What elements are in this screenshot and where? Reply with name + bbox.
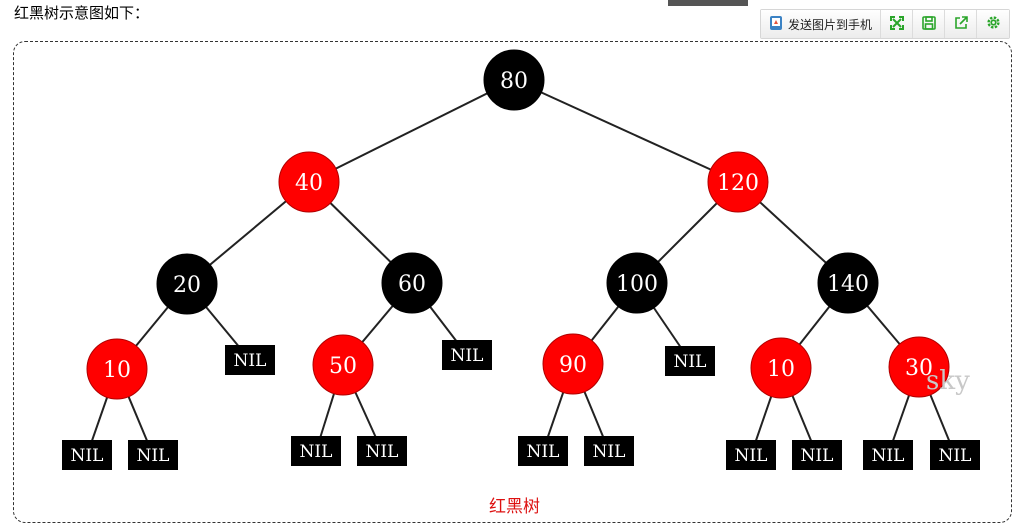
settings-icon	[986, 15, 1001, 34]
image-toolbar: 发送图片到手机	[760, 9, 1011, 39]
nil-box	[225, 345, 275, 375]
tree-edge	[308, 79, 515, 183]
node-circle	[483, 49, 545, 111]
node-circle	[381, 252, 443, 314]
node-circle	[888, 336, 950, 398]
nil-box	[357, 436, 407, 466]
node-circle	[312, 334, 374, 396]
nil-box	[518, 436, 568, 466]
diagram-caption: 红黑树	[489, 497, 540, 517]
node-value: 10	[103, 358, 131, 383]
node-circle	[606, 252, 668, 314]
nil-leaf: NIL	[357, 436, 407, 466]
send-to-phone-button[interactable]: 发送图片到手机	[761, 10, 882, 38]
node-value: 90	[559, 353, 587, 378]
node-circle	[278, 151, 340, 213]
nil-label: NIL	[527, 442, 560, 462]
nil-label: NIL	[366, 442, 399, 462]
black-node-20: 20	[156, 253, 218, 315]
nil-leaf: NIL	[863, 440, 913, 470]
nil-leaf: NIL	[518, 436, 568, 466]
nil-box	[128, 440, 178, 470]
node-value: 120	[717, 171, 759, 196]
nil-leaf: NIL	[792, 440, 842, 470]
node-value: 100	[616, 272, 658, 297]
nil-leaf: NIL	[62, 440, 112, 470]
nil-box	[291, 436, 341, 466]
nil-box	[930, 440, 980, 470]
phone-send-icon	[769, 15, 783, 34]
black-node-140: 140	[817, 252, 879, 314]
node-value: 40	[295, 171, 323, 196]
red-node-10: 10	[86, 338, 148, 400]
nil-label: NIL	[300, 442, 333, 462]
nil-label: NIL	[234, 351, 267, 371]
nil-leaf: NIL	[442, 340, 492, 370]
share-button[interactable]	[945, 10, 978, 38]
save-button[interactable]	[913, 10, 946, 38]
node-value: 140	[827, 272, 869, 297]
black-node-100: 100	[606, 252, 668, 314]
nil-leaf: NIL	[665, 346, 715, 376]
save-icon	[921, 15, 936, 34]
diagram-frame	[13, 41, 1012, 523]
node-circle	[817, 252, 879, 314]
nil-label: NIL	[137, 446, 170, 466]
red-node-50: 50	[312, 334, 374, 396]
nil-box	[442, 340, 492, 370]
node-value: 10	[767, 357, 795, 382]
tab-stub	[668, 0, 748, 6]
watermark: sky	[926, 366, 970, 396]
nil-label: NIL	[939, 446, 972, 466]
intro-text: 红黑树示意图如下：	[14, 4, 150, 22]
nil-box	[726, 440, 776, 470]
nil-leaf: NIL	[584, 436, 634, 466]
share-icon	[954, 15, 968, 34]
node-value: 20	[173, 273, 201, 298]
node-value: 60	[398, 272, 426, 297]
node-value: 50	[329, 354, 357, 379]
red-node-30: 30	[888, 336, 950, 398]
black-node-60: 60	[381, 252, 443, 314]
nil-leaf: NIL	[930, 440, 980, 470]
node-value: 80	[500, 69, 528, 94]
node-circle	[86, 338, 148, 400]
red-node-90: 90	[542, 333, 604, 395]
nil-label: NIL	[593, 442, 626, 462]
nil-box	[62, 440, 112, 470]
nil-label: NIL	[735, 446, 768, 466]
red-node-40: 40	[278, 151, 340, 213]
nil-box	[665, 346, 715, 376]
nil-label: NIL	[451, 346, 484, 366]
node-value: 30	[905, 356, 933, 381]
fullscreen-icon	[889, 15, 904, 34]
node-circle	[707, 151, 769, 213]
fullscreen-button[interactable]	[881, 10, 914, 38]
nil-box	[792, 440, 842, 470]
settings-button[interactable]	[977, 10, 1010, 38]
nil-label: NIL	[872, 446, 905, 466]
nil-leaf: NIL	[291, 436, 341, 466]
red-node-120: 120	[707, 151, 769, 213]
node-circle	[750, 337, 812, 399]
node-circle	[156, 253, 218, 315]
nil-box	[863, 440, 913, 470]
nil-leaf: NIL	[128, 440, 178, 470]
nil-leaf: NIL	[726, 440, 776, 470]
red-node-10: 10	[750, 337, 812, 399]
tree-edge	[513, 79, 739, 183]
node-circle	[542, 333, 604, 395]
nil-label: NIL	[801, 446, 834, 466]
black-node-80: 80	[483, 49, 545, 111]
send-to-phone-label: 发送图片到手机	[788, 17, 873, 32]
nil-label: NIL	[71, 446, 104, 466]
nil-label: NIL	[674, 352, 707, 372]
nil-leaf: NIL	[225, 345, 275, 375]
nil-box	[584, 436, 634, 466]
